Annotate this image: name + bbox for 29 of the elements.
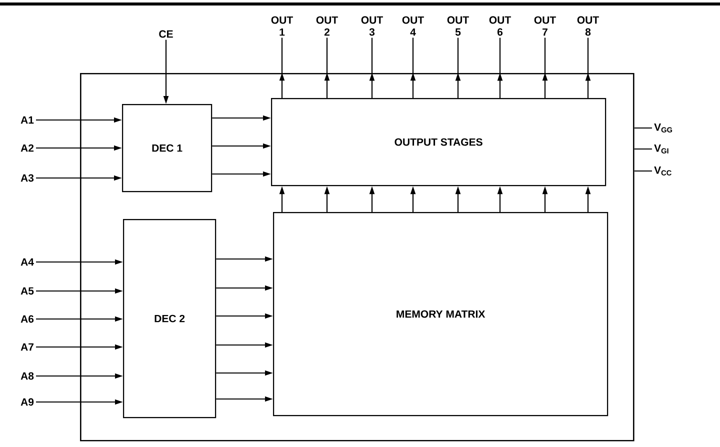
- supply-line: [634, 170, 652, 172]
- pin-label: A4: [20, 258, 34, 266]
- pin-label: V$_{GG}$: [654, 124, 672, 132]
- pin-label: OUT 2: [316, 16, 338, 36]
- pin-label: A8: [20, 372, 34, 380]
- pin-label: OUT 1: [271, 16, 293, 36]
- pin-label: A2: [20, 144, 34, 152]
- pin-label: A7: [20, 343, 34, 351]
- decoder-box: DEC 1: [122, 104, 212, 192]
- pin-label: A3: [20, 174, 34, 182]
- pin-label: A1: [20, 116, 34, 124]
- memory-matrix-box: MEMORY MATRIX: [273, 212, 608, 416]
- pin-label: OUT 5: [447, 16, 469, 36]
- output-stage-box: OUTPUT STAGES: [271, 98, 606, 186]
- pin-label: CE: [159, 30, 173, 38]
- pin-label: OUT 8: [577, 16, 599, 36]
- chip-outline: [80, 73, 634, 442]
- pin-label: V$_{CC}$: [654, 166, 672, 176]
- pin-label: A5: [20, 287, 34, 295]
- pin-label: OUT 7: [534, 16, 556, 36]
- pin-label: OUT 3: [361, 16, 383, 36]
- supply-line: [634, 127, 652, 129]
- supply-line: [634, 148, 652, 150]
- pin-label: OUT 4: [402, 16, 424, 36]
- pin-label: V$_{GI}$: [654, 144, 668, 154]
- decoder-box: DEC 2: [123, 219, 216, 418]
- pin-label: A9: [20, 398, 34, 406]
- pin-label: OUT 6: [489, 16, 511, 36]
- pin-label: A6: [20, 315, 34, 323]
